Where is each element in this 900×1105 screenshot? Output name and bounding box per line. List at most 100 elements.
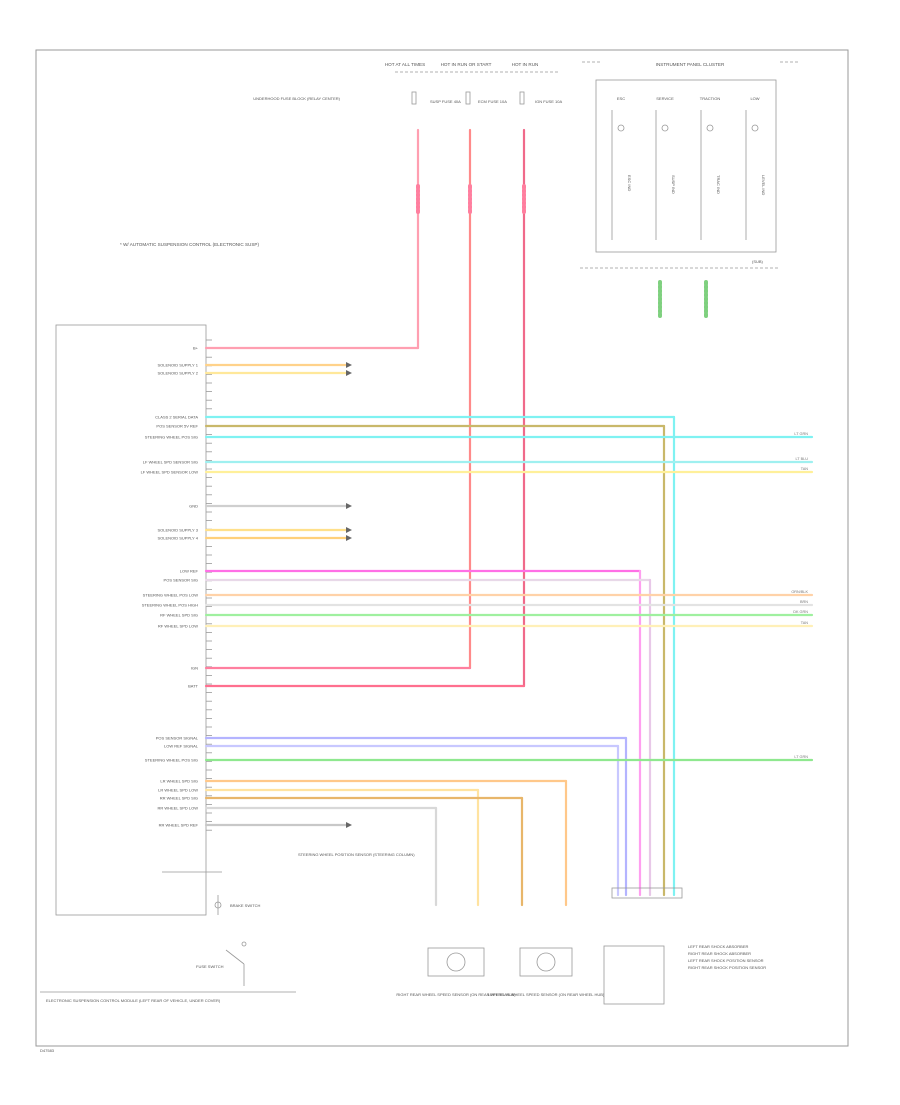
wheel-speed-sensor-left-body	[519, 947, 573, 977]
module-pin-label: CLASS 2 SERIAL DATA	[155, 415, 198, 420]
fuse-symbol-1	[411, 91, 417, 105]
right-edge-wire-tag: DK GRN	[793, 610, 808, 614]
ipc-sub-label: (SUB)	[752, 259, 764, 264]
right-connector-outline	[603, 945, 665, 1005]
module-pin-label: LR WHEEL SPD LOW	[158, 788, 198, 793]
module-pin-label: RF WHEEL SPD LOW	[158, 624, 198, 629]
module-pin-label: IGN	[191, 666, 198, 671]
ipc-cell-4: LOW LEVEL IND	[745, 96, 766, 240]
module-pin-label: POS SENSOR SIG	[164, 578, 198, 583]
ipc-cell-2-top: SERVICE	[656, 96, 674, 101]
right-connector-label-3: LEFT REAR SHOCK POSITION SENSOR	[688, 958, 764, 963]
power-source-2-fuse: ECM FUSE 10A	[478, 99, 507, 104]
right-connector-label-1: LEFT REAR SHOCK ABSORBER	[688, 944, 748, 949]
fuse-switch-icon	[241, 941, 247, 947]
module-label: ELECTRONIC SUSPENSION CONTROL MODULE (LE…	[46, 998, 221, 1003]
ipc-indicator-1-icon	[617, 124, 625, 132]
ipc-cell-3-bottom: TRAC IND	[716, 175, 721, 194]
module-pin-label: POS SENSOR SIGNAL	[156, 736, 199, 741]
module-pin-label: RR WHEEL SPD SIG	[160, 796, 198, 801]
module-pin-label: LOW REF	[180, 569, 199, 574]
fuse-symbol-3	[519, 91, 525, 105]
module-pin-label: STEERING WHEEL POS SIG	[145, 758, 198, 763]
power-source-group: HOT AT ALL TIMES HOT IN RUN OR START HOT…	[253, 62, 562, 105]
fuse-switch: FUSE SWITCH	[196, 941, 247, 986]
module-pin-label: LF WHEEL SPD SENSOR SIG	[143, 460, 198, 465]
ipc-title: INSTRUMENT PANEL CLUSTER	[656, 62, 725, 67]
ipc-cell-3-top: TRACTION	[700, 96, 721, 101]
power-source-3-fuse: IGN FUSE 10A	[535, 99, 562, 104]
pin-label-column: B+ SOLENOID SUPPLY 1 SOLENOID SUPPLY 2 CLAS…	[141, 346, 199, 828]
right-connector-label-2: RIGHT REAR SHOCK ABSORBER	[688, 951, 751, 956]
module-pin-label: GND	[189, 504, 198, 509]
instrument-panel-cluster: INSTRUMENT PANEL CLUSTER (SUB) ESC ESC I…	[580, 61, 800, 320]
module-pin-label: LOW REF SIGNAL	[164, 744, 199, 749]
ipc-cell-1-top: ESC	[617, 96, 625, 101]
right-edge-wire-tag: LT BLU	[795, 457, 808, 461]
right-connector-label-4: RIGHT REAR SHOCK POSITION SENSOR	[688, 965, 766, 970]
right-edge-wire-tag: TAN	[801, 467, 809, 471]
module-pin-label: SOLENOID SUPPLY 3	[157, 528, 198, 533]
module-pin-label: LF WHEEL SPD SENSOR LOW	[141, 470, 199, 475]
module-pin-label: BATT	[188, 684, 198, 689]
ipc-indicator-2-icon	[661, 124, 669, 132]
ipc-cell-4-top: LOW	[750, 96, 759, 101]
module-pin-label: RF WHEEL SPD SIG	[160, 613, 198, 618]
right-edge-wire-tag: BRN	[800, 600, 808, 604]
right-connector-block: LEFT REAR SHOCK ABSORBER RIGHT REAR SHOC…	[603, 887, 766, 1005]
diagram-frame	[35, 49, 849, 1047]
module-pin-label: RR WHEEL SPD REF	[159, 823, 199, 828]
module-pin-label: RR WHEEL SPD LOW	[157, 806, 198, 811]
right-edge-wire-tag: TAN	[801, 621, 809, 625]
module-pin-label: LR WHEEL SPD SIG	[160, 779, 198, 784]
module-pin-label: B+	[193, 346, 199, 351]
ipc-cell-1-bottom: ESC IND	[627, 175, 632, 191]
right-edge-wire-tag: ORN/BLK	[791, 590, 808, 594]
right-edge-wire-tag: LT GRN	[794, 432, 808, 436]
wheel-speed-sensor-right-body	[427, 947, 485, 977]
arrow-icon	[346, 362, 352, 368]
power-source-1-fuse: SUSP FUSE 40A	[430, 99, 461, 104]
wheel-speed-sensor-left-label: LEFT REAR WHEEL SPEED SENSOR (ON REAR WH…	[488, 992, 605, 997]
arrow-icon	[346, 822, 352, 828]
right-edge-tag-column: LT GRN LT BLU TAN ORN/BLK BRN DK GRN TAN LT GRN	[791, 432, 808, 759]
fuse-switch-label: FUSE SWITCH	[196, 964, 224, 969]
module-pin-label: STEERING WHEEL POS LOW	[143, 593, 199, 598]
arrow-icon	[346, 535, 352, 541]
module-pin-label: SOLENOID SUPPLY 1	[157, 363, 198, 368]
module-pin-label: STEERING WHEEL POS SIG	[145, 435, 198, 440]
arrow-icon	[346, 503, 352, 509]
fuse-switch-blade	[225, 949, 245, 965]
underhood-fuse-block-label: UNDERHOOD FUSE BLOCK (RELAY CENTER)	[253, 96, 340, 101]
ipc-box	[595, 79, 777, 253]
module-pin-label: SOLENOID SUPPLY 4	[157, 536, 198, 541]
pin-number-column	[206, 339, 212, 831]
wheel-speed-sensor-left: LEFT REAR WHEEL SPEED SENSOR (ON REAR WH…	[488, 947, 605, 997]
wheel-speed-sensor-right: RIGHT REAR WHEEL SPEED SENSOR (ON REAR W…	[396, 947, 516, 997]
brake-switch-label: BRAKE SWITCH	[230, 903, 261, 908]
fuse-symbol-2	[465, 91, 471, 105]
wheel-speed-sensor-right-icon	[446, 952, 466, 972]
brake-switch-icon	[214, 901, 222, 909]
suspension-module: ELECTRONIC SUSPENSION CONTROL MODULE (LE…	[40, 324, 296, 1053]
connector-arrow-markers	[346, 362, 352, 828]
ipc-cell-2: SERVICE SUSP IND	[655, 96, 676, 240]
power-source-2-top: HOT IN RUN OR START	[441, 62, 492, 67]
right-edge-wire-tag: LT GRN	[794, 755, 808, 759]
arrow-icon	[346, 370, 352, 376]
ipc-cell-4-bottom: LEVEL IND	[761, 175, 766, 195]
ipc-cell-1: ESC ESC IND	[611, 96, 632, 240]
power-source-1-top: HOT AT ALL TIMES	[385, 62, 425, 67]
brake-switch: BRAKE SWITCH	[214, 895, 261, 915]
wheel-speed-sensor-left-icon	[536, 952, 556, 972]
page-code: D47583	[40, 1048, 55, 1053]
ipc-cell-2-bottom: SUSP IND	[671, 175, 676, 194]
wire-layer	[204, 128, 814, 907]
power-source-3-top: HOT IN RUN	[512, 62, 539, 67]
steering-block-label: STEERING WHEEL POSITION SENSOR (STEERING…	[298, 852, 415, 857]
module-pin-label: SOLENOID SUPPLY 2	[157, 371, 198, 376]
arrow-icon	[346, 527, 352, 533]
ipc-indicator-4-icon	[751, 124, 759, 132]
